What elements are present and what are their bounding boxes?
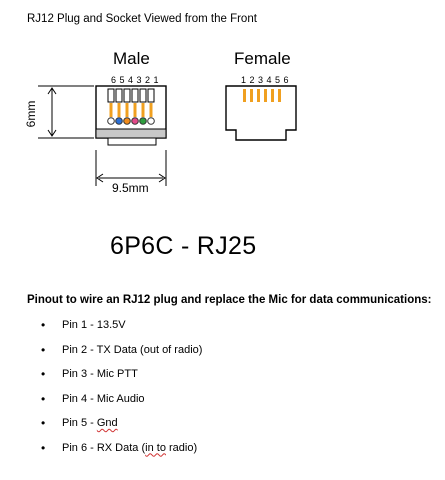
wire-dot	[139, 117, 147, 125]
female-pin-numbers: 1 2 3 4 5 6	[241, 75, 290, 85]
male-contact-slot	[123, 88, 131, 103]
pin-6-prefix: Pin 6 - RX Data (	[62, 441, 146, 454]
pin-1-label: Pin 1 - 13.5V	[62, 319, 126, 331]
list-item: Pin 3 - Mic PTT	[41, 367, 202, 392]
male-contact-slot	[139, 88, 147, 103]
female-label: Female	[234, 49, 291, 68]
height-dimension-label: 6mm	[24, 100, 38, 128]
pin-5-spellcheck-word: Gnd	[96, 417, 118, 429]
pin-list: Pin 1 - 13.5V Pin 2 - TX Data (out of ra…	[41, 318, 202, 465]
pin-6-spellcheck-word: in to	[145, 441, 166, 454]
male-contacts	[107, 88, 155, 117]
wire-color-dots	[107, 117, 155, 125]
male-label: Male	[113, 49, 150, 68]
wire-dot	[131, 117, 139, 125]
width-dimension-label: 9.5mm	[112, 181, 149, 195]
wire-dot	[123, 117, 131, 125]
female-contacts	[243, 89, 281, 102]
rj12-diagram	[38, 85, 297, 186]
width-dimension-arrow	[95, 150, 167, 186]
pin-4-label: Pin 4 - Mic Audio	[62, 392, 145, 405]
male-contact-slot	[107, 88, 115, 103]
list-item: Pin 5 - Gnd	[41, 416, 202, 441]
wire-dot	[147, 117, 155, 125]
document-title: RJ12 Plug and Socket Viewed from the Fro…	[27, 13, 257, 25]
female-contact-pin	[278, 89, 281, 102]
male-contact-pin	[125, 103, 129, 117]
wire-dot	[115, 117, 123, 125]
male-contact-pin	[109, 103, 113, 117]
male-contact-slot	[147, 88, 155, 103]
height-dimension-arrow	[38, 85, 94, 139]
wire-dot	[107, 117, 115, 125]
pin-6-suffix: radio)	[165, 441, 198, 454]
male-contact-slot	[131, 88, 139, 103]
list-item: Pin 4 - Mic Audio	[41, 392, 202, 417]
female-contact-pin	[271, 89, 274, 102]
male-contact-pin	[117, 103, 121, 117]
male-plug	[95, 85, 167, 146]
pin-2-label: Pin 2 - TX Data (out of radio)	[62, 343, 203, 356]
pin-3-label: Pin 3 - Mic PTT	[62, 368, 138, 380]
male-pin-numbers: 6 5 4 3 2 1	[111, 75, 160, 85]
pinout-heading: Pinout to wire an RJ12 plug and replace …	[27, 294, 432, 306]
female-contact-pin	[250, 89, 253, 102]
female-contact-pin	[257, 89, 260, 102]
male-contact-pin	[133, 103, 137, 117]
list-item: Pin 6 - RX Data (in to radio)	[41, 441, 202, 466]
list-item: Pin 2 - TX Data (out of radio)	[41, 343, 202, 368]
male-contact-pin	[149, 103, 153, 117]
pin-5-prefix: Pin 5 -	[62, 417, 97, 429]
female-contact-pin	[264, 89, 267, 102]
male-contact-slot	[115, 88, 123, 103]
female-contact-pin	[243, 89, 246, 102]
female-socket	[225, 85, 297, 141]
list-item: Pin 1 - 13.5V	[41, 318, 202, 343]
male-contact-pin	[141, 103, 145, 117]
model-label: 6P6C - RJ25	[110, 232, 257, 260]
